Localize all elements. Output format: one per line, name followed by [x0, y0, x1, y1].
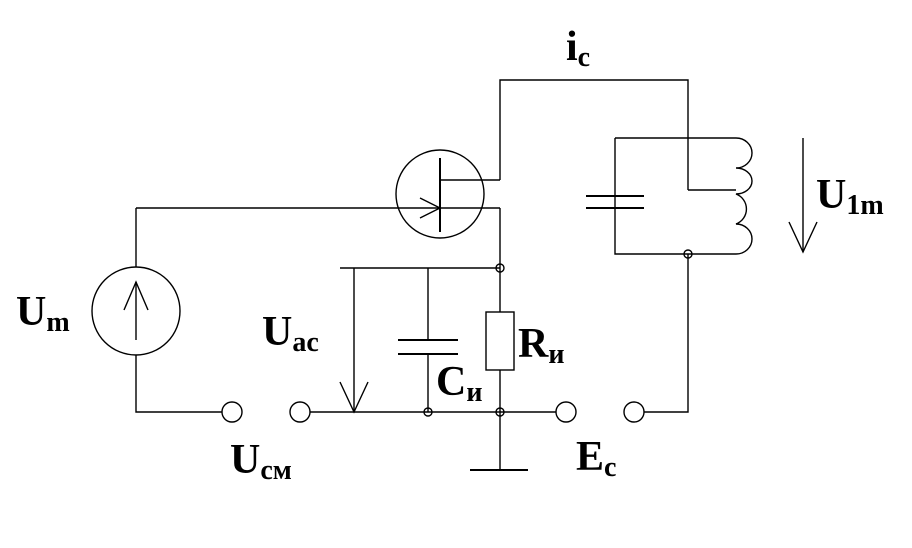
label-u1m: U1m — [816, 172, 884, 221]
jfet-transistor — [136, 149, 500, 239]
signal-source — [91, 208, 181, 356]
drain-wire — [499, 79, 689, 190]
source-resistor — [485, 311, 515, 371]
label-ic: ic — [566, 24, 590, 73]
source-capacitor — [398, 268, 458, 412]
label-uac: Uac — [262, 309, 319, 358]
label-ec: Ec — [576, 434, 616, 483]
tank-circuit — [586, 137, 753, 255]
u1m-arrow — [788, 138, 818, 254]
bottom-bus — [135, 254, 689, 413]
label-ucm: Uсм — [230, 437, 292, 486]
source-wire — [340, 208, 501, 470]
uac-arrow — [339, 268, 369, 414]
label-um: Um — [16, 289, 70, 338]
supply-terminals — [555, 401, 645, 423]
bias-terminals — [221, 401, 311, 423]
label-ci: Cи — [436, 359, 482, 408]
label-ri: Rи — [518, 321, 564, 370]
